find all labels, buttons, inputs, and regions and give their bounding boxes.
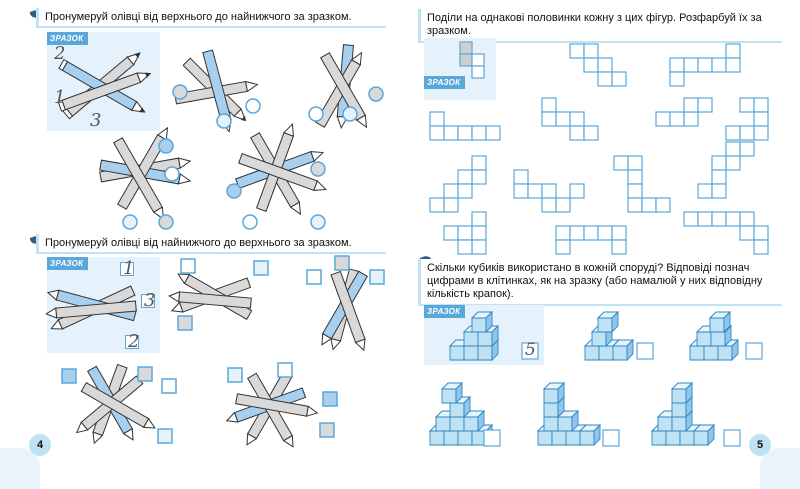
- task4-sample-label: ЗРАЗОК: [424, 305, 466, 318]
- task1-pencil-groups: [99, 44, 384, 230]
- sample-answer: 5: [525, 340, 536, 360]
- task4-cube-structures: [429, 311, 763, 447]
- page-number: 4: [29, 434, 51, 456]
- page-number: 5: [749, 434, 771, 456]
- left-page: Пронумеруй олівці від верхнього до найни…: [0, 8, 386, 489]
- task3-shape-grid: [429, 43, 769, 255]
- task3-sample-shape: [459, 41, 485, 79]
- task1-sample-label: ЗРАЗОК: [47, 32, 89, 45]
- page-corner: [760, 448, 800, 489]
- sample-digit: 2: [54, 43, 66, 64]
- task2-pencil-groups: [61, 255, 385, 448]
- task2-sample-pencils: [45, 285, 137, 330]
- task1-instruction: Пронумеруй олівці від верхнього до найни…: [36, 8, 386, 28]
- sample-digit: 2: [128, 331, 140, 352]
- sample-digit: 3: [90, 110, 102, 131]
- sample-digit: 1: [123, 258, 135, 279]
- sample-digit: 1: [54, 87, 66, 108]
- answer-box: [141, 294, 155, 308]
- right-page: Поділи на однакові половинки кожну з цих…: [400, 0, 800, 489]
- sample-digit: 3: [144, 290, 156, 311]
- answer-box: [120, 262, 134, 276]
- task3-sample-label: ЗРАЗОК: [424, 76, 466, 89]
- task2-sample-label: ЗРАЗОК: [47, 257, 89, 270]
- task3-instruction: Поділи на однакові половинки кожну з цих…: [418, 9, 782, 43]
- task1-sample-pencils: [57, 52, 152, 120]
- task2-instruction: Пронумеруй олівці від найнижчого до верх…: [36, 234, 386, 254]
- page-corner: [0, 448, 40, 489]
- answer-box: [125, 335, 139, 349]
- task4-instruction: Скільки кубиків використано в кожній спо…: [418, 259, 782, 306]
